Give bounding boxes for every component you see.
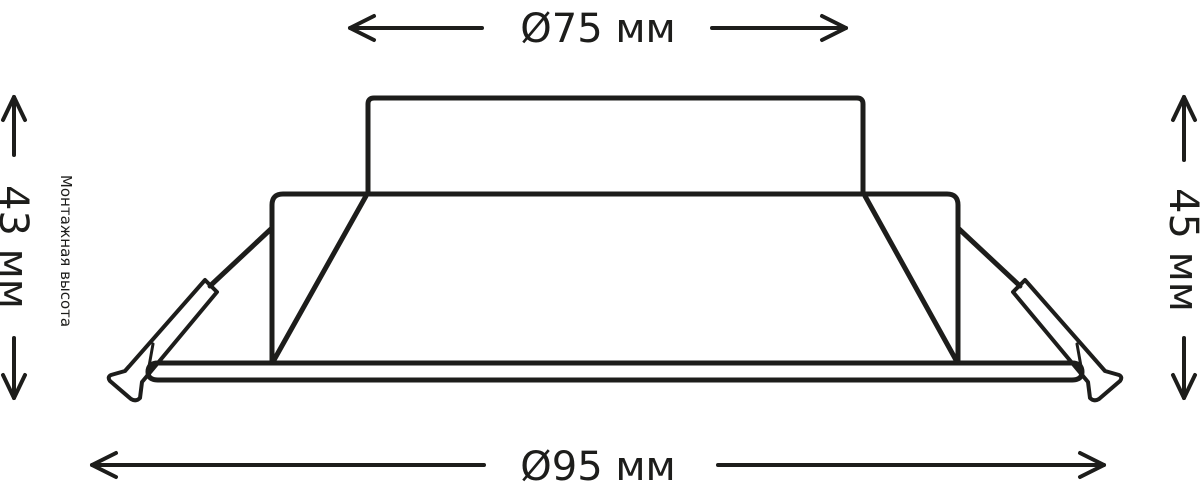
bottom-diameter-dimension: Ø95 мм: [90, 444, 1106, 488]
bottom-trim-ring: [145, 360, 1085, 383]
downlight-outline: [145, 95, 1085, 383]
right-clip-wire: [955, 225, 1023, 289]
left-clip-tip: [146, 342, 155, 374]
top-housing: [365, 95, 866, 195]
left-clip-arm: [106, 278, 219, 403]
top-dimension-right-arrowhead: [820, 14, 848, 42]
mounting-height-label: Монтажная высота: [57, 175, 75, 327]
left-clip-wire: [207, 225, 275, 289]
left-height-dimension: 43 мм Монтажная высота: [0, 95, 75, 400]
bottom-dimension-right-arrowhead: [1078, 451, 1106, 479]
top-diameter-label: Ø75 мм: [520, 6, 675, 52]
right-height-top-arrowhead: [1171, 95, 1197, 122]
left-height-bottom-arrowhead: [1, 373, 27, 400]
left-height-label: 43 мм: [0, 185, 36, 309]
right-spring-clip: [955, 225, 1124, 403]
right-reflector-line: [862, 193, 959, 363]
left-height-top-arrowhead: [1, 95, 27, 122]
bottom-dimension-left-arrowhead: [90, 451, 118, 479]
right-height-label: 45 мм: [1160, 188, 1200, 312]
right-clip-tip: [1075, 342, 1084, 374]
top-dimension-left-arrowhead: [348, 14, 376, 42]
bottom-diameter-label: Ø95 мм: [520, 444, 675, 488]
main-body: [269, 191, 961, 365]
right-clip-arm: [1011, 278, 1124, 403]
left-reflector-line: [271, 193, 369, 363]
top-diameter-dimension: Ø75 мм: [348, 6, 848, 52]
right-height-dimension: 45 мм: [1160, 95, 1200, 400]
right-height-bottom-arrowhead: [1171, 373, 1197, 400]
left-spring-clip: [106, 225, 275, 403]
